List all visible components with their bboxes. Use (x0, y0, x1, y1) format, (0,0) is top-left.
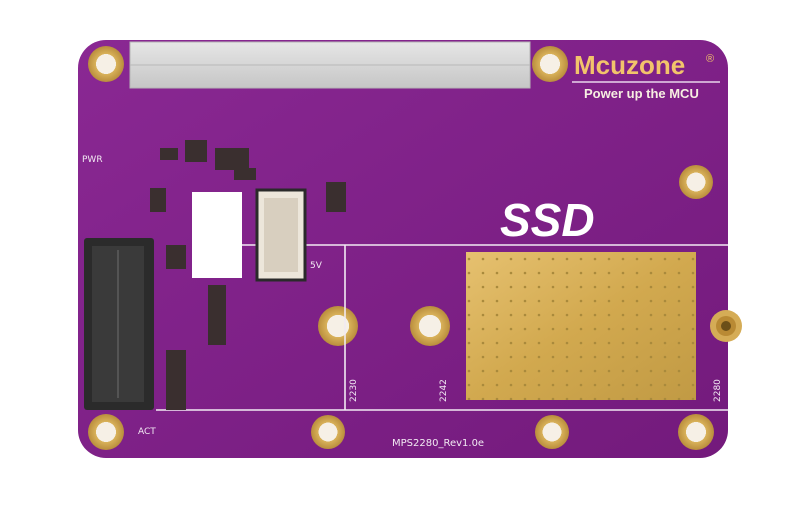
board-cutout (192, 192, 242, 278)
size-2242-label: 2242 (439, 379, 449, 402)
gold-pad (466, 252, 696, 400)
brand-text: Mcuzone (574, 50, 685, 80)
mounting-holes (88, 46, 714, 450)
voltage-label: 5V (310, 261, 323, 271)
gpio-header (129, 41, 531, 89)
ssd-label: SSD (500, 194, 595, 246)
act-led-label: ACT (138, 427, 156, 437)
smd-components (150, 140, 346, 410)
tagline: Power up the MCU (584, 86, 699, 101)
brand-logo: Mcuzone ® Power up the MCU (572, 50, 720, 101)
size-2230-label: 2230 (349, 379, 359, 402)
revision-label: MPS2280_Rev1.0e (392, 438, 484, 449)
fpc-connector (255, 188, 307, 282)
standoff-screw (710, 310, 742, 342)
m2-connector (84, 238, 154, 410)
size-2280-label: 2280 (713, 379, 723, 402)
pwr-led-label: PWR (82, 155, 103, 165)
registered-mark: ® (706, 53, 714, 65)
